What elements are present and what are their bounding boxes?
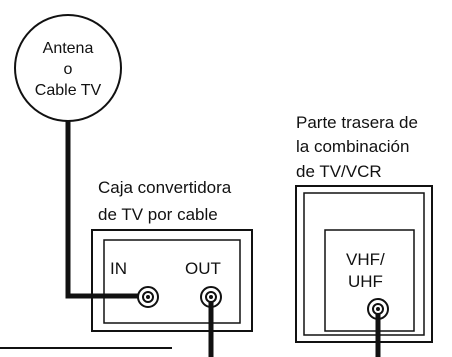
- converter-caption-line2: de TV por cable: [98, 205, 218, 224]
- antenna-label-line2: o: [64, 61, 73, 78]
- antenna-source: Antena o Cable TV: [14, 14, 122, 122]
- out-port-label: OUT: [185, 259, 221, 278]
- tv-vcr-panel: VHF/ UHF: [295, 185, 433, 343]
- vhf-uhf-label-line1: VHF/: [346, 250, 385, 269]
- converter-box-inner: [103, 239, 241, 324]
- tv-vcr-panel-outer: [295, 185, 433, 343]
- in-port-label: IN: [110, 259, 127, 278]
- antenna-label-line1: Antena: [43, 40, 94, 57]
- in-connector: [137, 286, 159, 308]
- converter-box: IN OUT: [91, 229, 253, 332]
- converter-caption-line1: Caja convertidora: [98, 178, 232, 197]
- tv-vcr-caption-line2: la combinación: [296, 137, 409, 156]
- tv-vcr-port-frame: [324, 229, 415, 332]
- tv-vcr-caption-line1: Parte trasera de: [296, 113, 418, 132]
- tv-vcr-caption-line3: de TV/VCR: [296, 162, 382, 181]
- tv-vcr-panel-middle: [303, 192, 425, 336]
- antenna-cable: [65, 121, 140, 299]
- antenna-label-line3: Cable TV: [35, 82, 102, 99]
- vhf-uhf-label-line2: UHF: [348, 272, 383, 291]
- converter-box-outer: [91, 229, 253, 332]
